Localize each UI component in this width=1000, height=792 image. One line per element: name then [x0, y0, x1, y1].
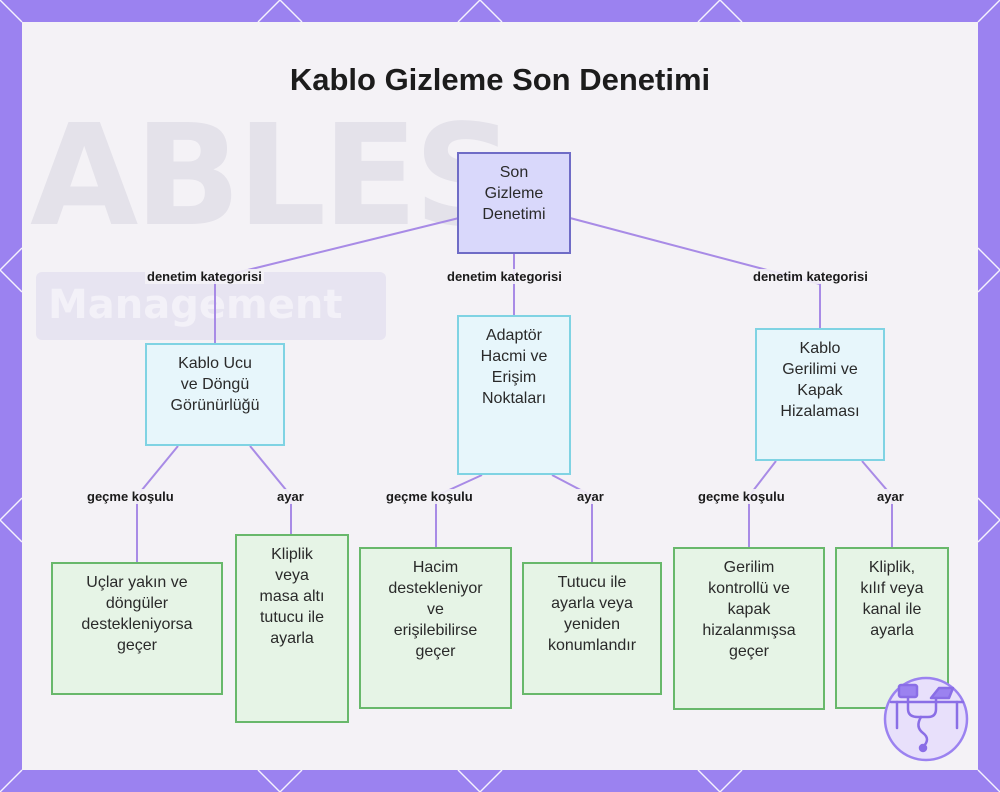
edge-label: geçme koşulu	[696, 489, 787, 504]
edge-root-cat3	[569, 217, 821, 329]
edge-label: geçme koşulu	[384, 489, 475, 504]
edge-label: geçme koşulu	[85, 489, 176, 504]
edge-cat2-leaf3	[435, 474, 483, 548]
diagram-title: Kablo Gizleme Son Denetimi	[289, 62, 711, 97]
leaf-node-tension-pass: Gerilim kontrollü ve kapak hizalanmışsa …	[673, 547, 825, 710]
edge-cat3-leaf5	[748, 460, 777, 548]
edge-label: denetim kategorisi	[145, 269, 264, 284]
category-node-label: Adaptör Hacmi ve Erişim Noktaları	[480, 327, 548, 407]
edge-label: denetim kategorisi	[751, 269, 870, 284]
root-node: Son Gizleme Denetimi	[457, 152, 571, 254]
leaf-node-label: Kliplik veya masa altı tutucu ile ayarla	[259, 546, 325, 647]
edge-cat1-leaf1	[136, 445, 179, 563]
background-text: ABLES	[30, 95, 515, 258]
leaf-node-adapter-pass: Hacim destekleniyor ve erişilebilirse ge…	[359, 547, 512, 709]
leaf-node-label: Uçlar yakın ve döngüler destekleniyorsa …	[81, 574, 193, 654]
desk-cable-management-icon	[883, 676, 969, 762]
edge-label: ayar	[875, 489, 906, 504]
edge-cat3-leaf6	[861, 460, 893, 548]
background-banner-text: Management	[48, 282, 343, 328]
edge-label: ayar	[275, 489, 306, 504]
category-node-label: Kablo Ucu ve Döngü Görünürlüğü	[170, 355, 260, 414]
leaf-node-label: Gerilim kontrollü ve kapak hizalanmışsa …	[702, 559, 796, 660]
leaf-node-adapter-adjust: Tutucu ile ayarla veya yeniden konumland…	[522, 562, 662, 695]
edge-label: denetim kategorisi	[445, 269, 564, 284]
category-node-adapter: Adaptör Hacmi ve Erişim Noktaları	[457, 315, 571, 475]
category-node-label: Kablo Gerilimi ve Kapak Hizalaması	[780, 340, 860, 420]
leaf-node-cable-end-adjust: Kliplik veya masa altı tutucu ile ayarla	[235, 534, 349, 723]
category-node-cable-end: Kablo Ucu ve Döngü Görünürlüğü	[145, 343, 285, 446]
leaf-node-label: Tutucu ile ayarla veya yeniden konumland…	[547, 574, 637, 654]
edge-label: ayar	[575, 489, 606, 504]
leaf-node-cable-end-pass: Uçlar yakın ve döngüler destekleniyorsa …	[51, 562, 223, 695]
leaf-node-label: Kliplik, kılıf veya kanal ile ayarla	[860, 559, 924, 639]
root-node-label: Son Gizleme Denetimi	[482, 164, 546, 223]
leaf-node-label: Hacim destekleniyor ve erişilebilirse ge…	[388, 559, 483, 660]
category-node-tension: Kablo Gerilimi ve Kapak Hizalaması	[755, 328, 885, 461]
